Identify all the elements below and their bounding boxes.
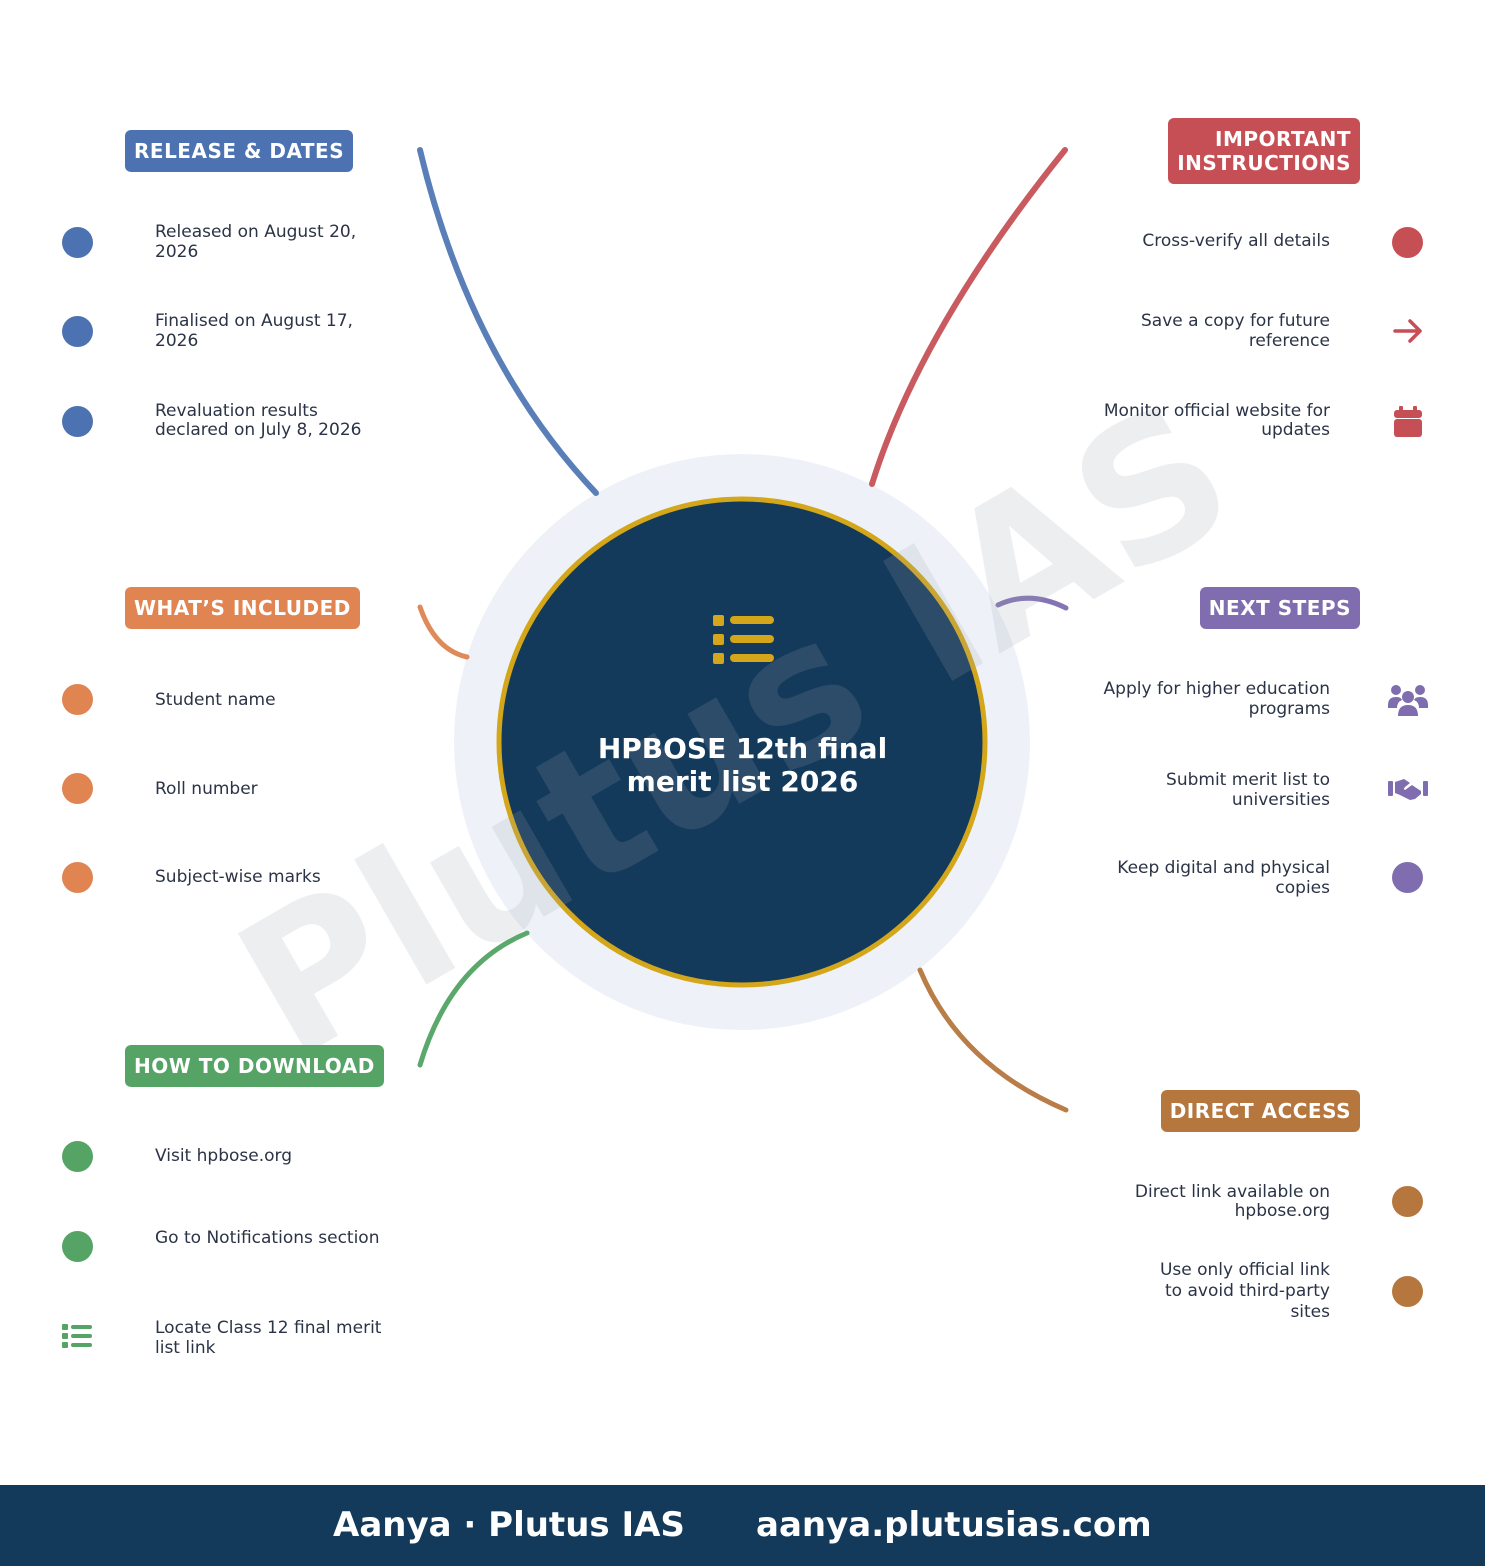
instructions-item-2: Save a copy for future reference bbox=[1140, 311, 1330, 351]
connector-next bbox=[995, 595, 1069, 611]
tag-line-2: INSTRUCTIONS bbox=[1177, 151, 1351, 175]
bullet-icon bbox=[62, 406, 93, 437]
bullet-icon bbox=[62, 316, 93, 347]
bullet-icon bbox=[62, 1141, 93, 1172]
users-icon bbox=[1388, 685, 1428, 716]
connector-release bbox=[417, 147, 599, 496]
tag-whats-included: WHAT’S INCLUDED bbox=[125, 587, 360, 629]
bullet-icon bbox=[62, 862, 93, 893]
release-item-2: Finalised on August 17, 2026 bbox=[155, 311, 353, 351]
bullet-icon bbox=[1392, 227, 1423, 258]
connector-included bbox=[417, 604, 470, 660]
bullet-icon bbox=[1392, 862, 1423, 893]
instructions-item-3: Monitor official website for updates bbox=[1103, 401, 1330, 440]
footer: Aanya · Plutus IAS aanya.plutusias.com bbox=[0, 1485, 1485, 1566]
bullet-icon bbox=[62, 227, 93, 258]
tag-line-1: IMPORTANT bbox=[1215, 127, 1351, 151]
next-item-3: Keep digital and physical copies bbox=[1117, 858, 1330, 898]
next-item-1: Apply for higher education programs bbox=[1103, 679, 1330, 719]
tag-next-steps: NEXT STEPS bbox=[1199, 587, 1360, 629]
instructions-item-1: Cross-verify all details bbox=[1142, 231, 1330, 251]
tag-direct-access: DIRECT ACCESS bbox=[1160, 1090, 1360, 1132]
connector-instructions bbox=[869, 147, 1068, 487]
footer-author: Aanya · Plutus IAS bbox=[333, 1505, 685, 1545]
connector-access bbox=[917, 967, 1069, 1113]
diagram-canvas: Plutus IAS bbox=[204, 147, 1267, 1113]
list-icon bbox=[62, 1324, 92, 1348]
download-item-2: Go to Notifications section bbox=[155, 1228, 380, 1248]
access-item-2: Use only official link to avoid third-pa… bbox=[1159, 1260, 1330, 1322]
center-title: HPBOSE 12th final merit list 2026 bbox=[597, 732, 888, 798]
release-item-1: Released on August 20, 2026 bbox=[155, 222, 357, 262]
bullet-icon bbox=[1392, 1186, 1423, 1217]
tag-release-dates: RELEASE & DATES bbox=[125, 130, 354, 172]
tag-important-instructions: IMPORTANT INSTRUCTIONS bbox=[1168, 118, 1360, 184]
list-icon bbox=[713, 615, 774, 664]
release-item-3: Revaluation results declared on July 8, … bbox=[155, 401, 362, 440]
arrow-right-icon bbox=[1393, 319, 1422, 343]
handshake-icon bbox=[1388, 779, 1428, 800]
included-item-1: Student name bbox=[155, 690, 276, 710]
download-item-1: Visit hpbose.org bbox=[155, 1146, 292, 1166]
included-item-2: Roll number bbox=[155, 779, 258, 799]
connector-download bbox=[417, 930, 530, 1068]
bullet-icon bbox=[1392, 1276, 1423, 1307]
included-item-3: Subject-wise marks bbox=[155, 867, 321, 887]
footer-site: aanya.plutusias.com bbox=[756, 1505, 1152, 1545]
download-item-3: Locate Class 12 final merit list link bbox=[155, 1318, 382, 1358]
bullet-icon bbox=[62, 684, 93, 715]
bullet-icon bbox=[62, 1231, 93, 1262]
center-circle bbox=[496, 496, 988, 988]
bullet-icon bbox=[62, 773, 93, 804]
access-item-1: Direct link available on hpbose.org bbox=[1134, 1182, 1330, 1221]
next-item-2: Submit merit list to universities bbox=[1166, 770, 1330, 810]
calendar-icon bbox=[1394, 406, 1422, 437]
tag-how-to-download: HOW TO DOWNLOAD bbox=[125, 1045, 384, 1087]
